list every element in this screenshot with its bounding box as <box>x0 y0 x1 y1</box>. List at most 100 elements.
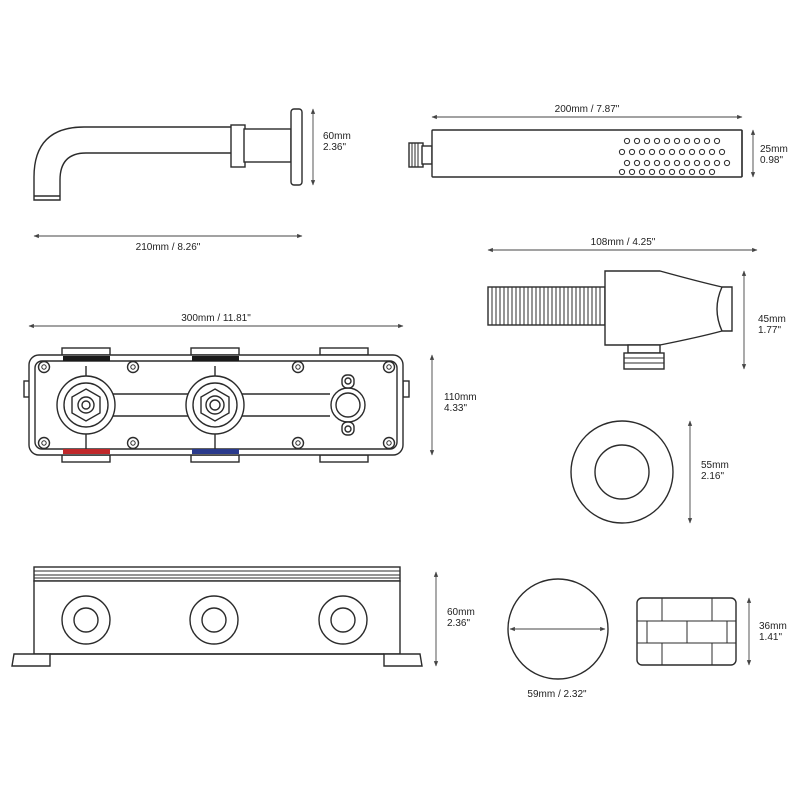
spray-hole <box>688 168 696 176</box>
spray-hole <box>668 168 676 176</box>
screw-hole <box>37 436 51 450</box>
shaft-threads <box>491 287 601 325</box>
spout-collar <box>230 124 246 168</box>
spray-hole <box>693 159 701 167</box>
spray-hole <box>708 148 716 156</box>
spout-drawing: 60mm 2.36" 210mm / 8.26" <box>33 108 351 253</box>
valve-height-in: 4.33" <box>444 403 467 414</box>
handset-neck <box>421 145 433 165</box>
knob-side-drawing: 36mm 1.41" <box>636 597 787 666</box>
holder-height-in: 1.77" <box>758 325 781 336</box>
holder-height-mm: 45mm <box>758 314 786 325</box>
spray-hole <box>718 148 726 156</box>
escutcheon-inner <box>594 444 650 500</box>
knob-depth-mm: 36mm <box>759 621 787 632</box>
handset-drawing: 200mm / 7.87" 25mm 0.98" <box>408 104 788 178</box>
spray-hole <box>623 137 631 145</box>
box-base-left <box>11 653 51 667</box>
holder-outlet-thread <box>623 352 665 370</box>
holder-length-label: 108mm / 4.25" <box>591 237 656 248</box>
screw-hole <box>126 436 140 450</box>
knob-diameter-label: 59mm / 2.32" <box>527 689 587 700</box>
box-top-plate <box>33 566 401 582</box>
spray-hole <box>648 168 656 176</box>
handset-body <box>431 129 743 178</box>
holder-drawing: 108mm / 4.25" 45mm 1.77" <box>487 237 786 370</box>
spray-hole <box>648 148 656 156</box>
cold-indicator <box>192 449 239 454</box>
spray-hole <box>698 168 706 176</box>
knob-front-drawing: 59mm / 2.32" <box>507 578 609 700</box>
spout-body <box>243 128 292 163</box>
hot-indicator <box>63 449 110 454</box>
spray-hole <box>703 159 711 167</box>
spray-hole <box>638 148 646 156</box>
box-depth-mm: 60mm <box>447 607 475 618</box>
spray-hole <box>698 148 706 156</box>
screw-hole <box>291 436 305 450</box>
cap-bar-left <box>63 356 110 361</box>
spray-hole <box>633 137 641 145</box>
spout-height-in: 2.36" <box>323 142 346 153</box>
handset-width-mm: 25mm <box>760 144 788 155</box>
screw-hole <box>291 360 305 374</box>
spout-height-mm: 60mm <box>323 131 351 142</box>
spray-hole <box>678 168 686 176</box>
spray-hole <box>618 148 626 156</box>
spray-hole <box>618 168 626 176</box>
spout-pipe <box>33 126 233 201</box>
spray-hole <box>703 137 711 145</box>
spray-hole <box>723 159 731 167</box>
escutcheon-diameter-mm: 55mm <box>701 460 729 471</box>
spray-hole <box>678 148 686 156</box>
holder-outlet-nut <box>627 344 661 354</box>
handset-length-label: 200mm / 7.87" <box>555 104 620 115</box>
side-port-2 <box>189 595 239 645</box>
screw-hole <box>382 436 396 450</box>
spray-hole <box>693 137 701 145</box>
spray-hole <box>663 159 671 167</box>
spray-hole <box>683 159 691 167</box>
spray-hole <box>713 137 721 145</box>
spray-hole <box>638 168 646 176</box>
spout-flange <box>290 108 303 186</box>
spray-hole <box>683 137 691 145</box>
spray-holes <box>618 137 731 176</box>
spray-hole <box>653 159 661 167</box>
escutcheon-diameter-in: 2.16" <box>701 471 724 482</box>
valve-height-mm: 110mm <box>444 392 477 403</box>
spray-hole <box>713 159 721 167</box>
holder-threaded-shaft <box>487 286 606 326</box>
spray-hole <box>658 148 666 156</box>
spray-hole <box>688 148 696 156</box>
spray-hole <box>633 159 641 167</box>
spray-hole <box>673 137 681 145</box>
knob-depth-in: 1.41" <box>759 632 782 643</box>
escutcheon-drawing: 55mm 2.16" <box>570 420 729 524</box>
spout-length-label: 210mm / 8.26" <box>136 242 201 253</box>
handset-connector <box>408 142 424 168</box>
side-port-3 <box>318 595 368 645</box>
valve-width-label: 300mm / 11.81" <box>181 313 251 324</box>
side-port-1 <box>61 595 111 645</box>
screw-hole <box>382 360 396 374</box>
spray-hole <box>643 137 651 145</box>
screw-hole <box>37 360 51 374</box>
handset-width-in: 0.98" <box>760 155 783 166</box>
spray-hole <box>658 168 666 176</box>
cap-bar-middle <box>192 356 239 361</box>
spray-hole <box>643 159 651 167</box>
spray-hole <box>668 148 676 156</box>
holder-bracket <box>604 270 733 346</box>
valve-front-drawing: 300mm / 11.81" <box>23 313 477 463</box>
valve-side-drawing: 60mm 2.36" <box>11 566 475 667</box>
box-base-right <box>383 653 423 667</box>
spray-hole <box>663 137 671 145</box>
spray-hole <box>708 168 716 176</box>
spray-hole <box>653 137 661 145</box>
spray-hole <box>673 159 681 167</box>
mounting-screws <box>37 360 396 450</box>
box-depth-in: 2.36" <box>447 618 470 629</box>
spray-hole <box>628 168 636 176</box>
